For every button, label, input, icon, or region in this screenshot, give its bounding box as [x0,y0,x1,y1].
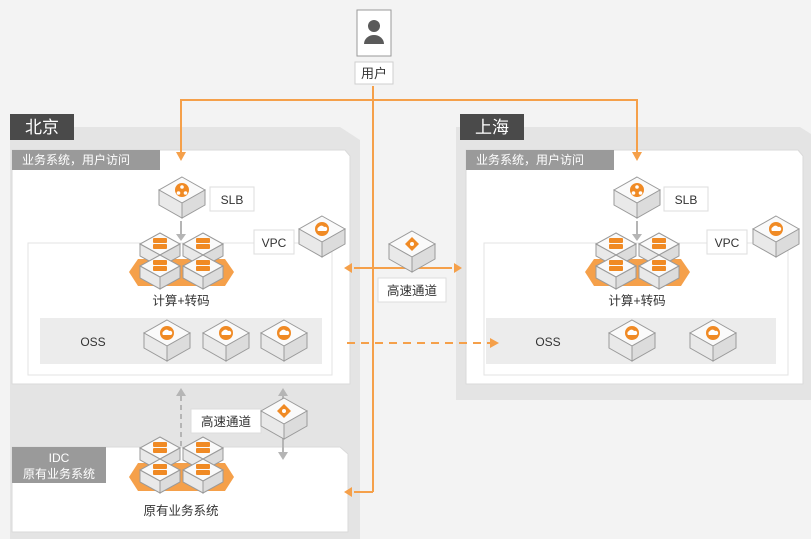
beijing-business-header: 业务系统，用户访问 [22,152,130,167]
center-highspeed: 高速通道 [377,230,447,303]
slb-to-compute-arrowhead [176,234,186,241]
shanghai-business-header: 业务系统，用户访问 [476,152,584,167]
idc-highspeed-arrow-up [278,388,288,396]
oss-replication-arrow [490,338,499,348]
beijing-highspeed: 高速通道 [190,397,308,440]
arrow-to-beijing-business [176,152,186,161]
beijing-vpc: VPC [253,215,346,258]
user-label: 用户 [361,66,387,81]
user-icon [364,20,384,44]
idc-compute-label: 原有业务系统 [143,503,218,518]
inter-region-arrow-left [344,263,352,273]
shanghai-vpc-label: VPC [715,236,740,250]
center-highspeed-label: 高速通道 [387,283,438,298]
shanghai-slb: SLB [613,176,709,219]
beijing-slb-label: SLB [221,193,244,207]
arrow-to-idc-head [344,487,352,497]
beijing-business-header-bg [12,150,160,170]
idc-title-line1: IDC [49,451,70,465]
beijing-highspeed-label: 高速通道 [201,414,252,429]
beijing-vpc-label: VPC [262,236,287,250]
shanghai-compute-label: 计算+转码 [608,293,665,308]
shanghai-oss-label: OSS [535,335,560,349]
highspeed-channel-icon [388,230,436,273]
shanghai-slb-label: SLB [675,193,698,207]
idc-header-bg [12,447,106,483]
beijing-slb: SLB [158,176,255,219]
shanghai-title-tab: 上海 [460,114,524,140]
beijing-compute: 计算+转码 [129,232,234,310]
sh-slb-to-compute-arrowhead [632,234,642,241]
shanghai-title: 上海 [475,118,509,137]
user-node: 用户 [354,9,394,85]
idc-compute: 原有业务系统 [125,436,237,520]
idc-highspeed-arrow-down [278,452,288,460]
beijing-oss-label: OSS [80,335,105,349]
idc-title-line2: 原有业务系统 [23,466,95,481]
shanghai-business-header-bg [466,150,614,170]
shanghai-compute: 计算+转码 [585,232,690,310]
inter-region-arrow-right [454,263,462,273]
user-routing-lines [180,86,638,492]
beijing-compute-label: 计算+转码 [152,293,209,308]
beijing-title: 北京 [25,118,59,137]
shanghai-vpc: VPC [706,215,800,258]
beijing-title-tab: 北京 [10,114,74,140]
idc-upload-arrowhead [176,388,186,396]
arrow-to-shanghai-business [632,152,642,161]
